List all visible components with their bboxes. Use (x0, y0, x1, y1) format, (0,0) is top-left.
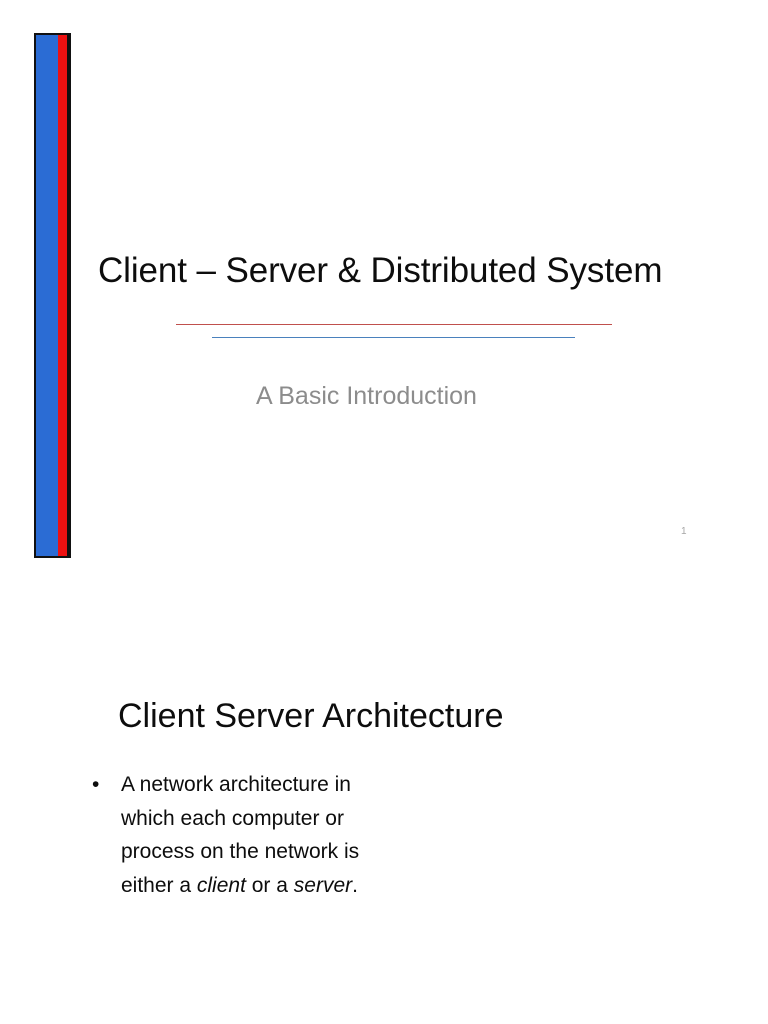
vertical-accent-bar (34, 33, 71, 558)
text-run: or a (245, 873, 294, 897)
text-run: . (352, 873, 358, 897)
emphasized-term: server (293, 873, 353, 897)
section-title: Client Server Architecture (118, 697, 504, 736)
slide-2: Client Server Architecture • A network a… (0, 600, 768, 1024)
bullet-text: A network architecture in which each com… (121, 773, 359, 897)
slide-subtitle: A Basic Introduction (256, 382, 477, 410)
list-item: • A network architecture in which each c… (88, 768, 388, 902)
divider-rule-blue (212, 337, 575, 338)
slide-title: Client – Server & Distributed System (98, 251, 663, 291)
bullet-list: • A network architecture in which each c… (88, 768, 388, 902)
text-run: A network architecture in which each com… (121, 773, 360, 897)
accent-bar-red-band (58, 35, 67, 556)
divider-rule-red (176, 324, 612, 325)
emphasized-term: client (196, 873, 246, 897)
slide-1: Client – Server & Distributed System A B… (34, 33, 687, 558)
page-number: 1 (681, 526, 687, 537)
bullet-marker-icon: • (92, 773, 100, 796)
accent-bar-blue-band (36, 35, 58, 556)
